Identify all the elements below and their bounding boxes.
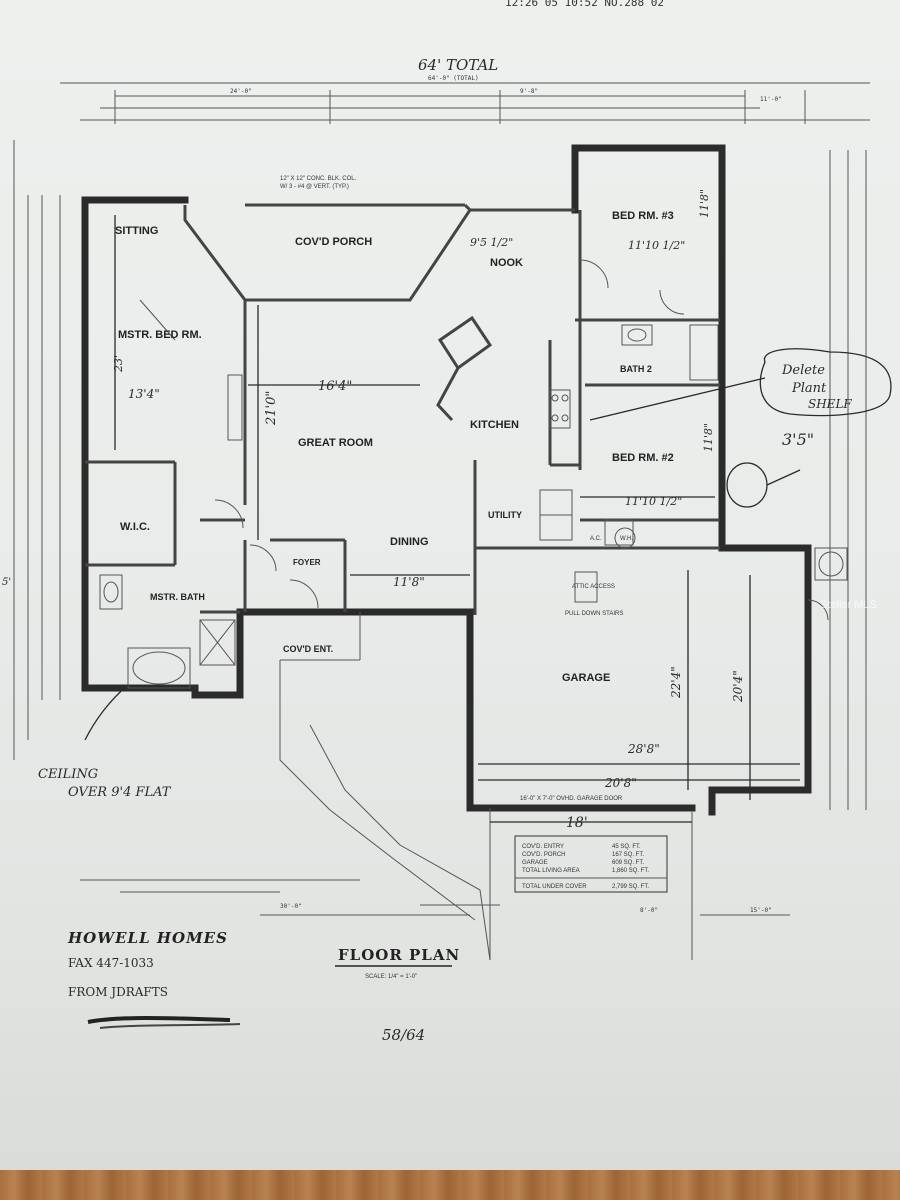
- area-value-1: 167 SQ. FT.: [612, 852, 644, 858]
- area-table: COV'D. ENTRY COV'D. PORCH GARAGE TOTAL L…: [514, 835, 668, 893]
- dim-top-b: 24'-0": [230, 88, 252, 95]
- note-garage-door: 16'-0" X 7'-0" OVHD. GARAGE DOOR: [520, 796, 623, 802]
- hand-great-h: 21'0": [264, 391, 279, 426]
- hand-bed2-vert: 11'8": [702, 423, 715, 452]
- label-kitchen: KITCHEN: [470, 419, 519, 431]
- label-covd-ent: COV'D ENT.: [283, 644, 333, 654]
- hand-garage-w: 28'8": [627, 742, 660, 756]
- hand-note-shelf: SHELF: [808, 397, 852, 411]
- label-bed3: BED RM. #3: [612, 210, 674, 222]
- signature-scribble: [87, 1016, 231, 1024]
- hand-dining-dim: 11'8": [393, 575, 425, 589]
- title-block: HOWELL HOMES FAX 447-1033 FROM JDRAFTS F…: [67, 929, 460, 1029]
- dim-top-total: 64'-0" (TOTAL): [428, 75, 479, 82]
- label-foyer: FOYER: [293, 558, 321, 567]
- area-total-label: TOTAL UNDER COVER: [522, 884, 587, 890]
- left-dimension-strings: [13, 140, 61, 760]
- label-nook: NOOK: [490, 257, 523, 269]
- label-ac: A.C.: [590, 536, 602, 542]
- hand-garage-w2: 20'8": [604, 776, 637, 790]
- hand-left-5: 5': [2, 577, 11, 588]
- area-label-0: COV'D. ENTRY: [522, 844, 564, 850]
- interior-walls: [85, 203, 720, 961]
- hand-front-dim: 18': [566, 815, 588, 831]
- hand-total-64: 64' TOTAL: [418, 56, 498, 74]
- wood-table-edge: [0, 1168, 900, 1200]
- label-bath2: BATH 2: [620, 364, 652, 374]
- dim-top-right: 11'-0": [760, 96, 782, 103]
- dim-bottom-b: 8'-0": [640, 907, 658, 914]
- label-sitting: SITTING: [115, 225, 158, 237]
- hand-mstr-vert: 23': [112, 355, 125, 373]
- dim-top-a: 9'-8": [520, 88, 538, 95]
- note-attic: ATTIC ACCESS: [572, 584, 615, 590]
- hand-mstr-dim: 13'4": [128, 387, 160, 401]
- hand-bed2-dim: 11'10 1/2": [625, 495, 682, 508]
- area-value-2: 609 SQ. FT.: [612, 860, 644, 866]
- note-porch-col: 12" X 12" CONC. BLK. COL.: [280, 176, 357, 182]
- label-mstr-bath: MSTR. BATH: [150, 592, 205, 602]
- label-covd-porch: COV'D PORCH: [295, 236, 372, 248]
- hand-nook-dim: 9'5 1/2": [470, 236, 513, 249]
- room-labels: SITTING COV'D PORCH NOOK BED RM. #3 MSTR…: [115, 210, 674, 684]
- label-mstr-bed: MSTR. BED RM.: [118, 329, 202, 341]
- fixtures: [99, 299, 848, 689]
- hand-note-delete: Delete: [781, 363, 825, 378]
- top-dimension-strings: 64'-0" (TOTAL) 24'-0" 9'-8" 11'-0": [60, 75, 870, 124]
- hand-fraction: 58/64: [382, 1026, 425, 1044]
- area-value-3: 1,860 SQ. FT.: [612, 868, 649, 874]
- label-dining: DINING: [390, 536, 429, 548]
- label-great-room: GREAT ROOM: [298, 437, 373, 449]
- stellar-mls-watermark: Stellar MLS: [820, 599, 877, 611]
- area-label-1: COV'D. PORCH: [522, 852, 565, 858]
- printed-notes: 12" X 12" CONC. BLK. COL. W/ 3 - #4 @ VE…: [80, 176, 790, 916]
- exterior-walls: [81, 144, 812, 816]
- company-name: HOWELL HOMES: [67, 929, 228, 947]
- dim-bottom-a: 30'-0": [280, 903, 302, 910]
- label-garage: GARAGE: [562, 672, 610, 684]
- right-dimension-strings: [829, 150, 867, 810]
- dim-bottom-c: 15'-0": [750, 907, 772, 914]
- company-fax: FAX 447-1033: [68, 956, 154, 970]
- note-pull-down: PULL DOWN STAIRS: [565, 611, 623, 617]
- label-utility: UTILITY: [488, 510, 522, 520]
- hand-note-plant: Plant: [791, 381, 827, 396]
- label-wh: W.H.: [620, 536, 633, 542]
- handwritten-markup: 9'5 1/2" 11'10 1/2" 11'8" 13'4" 23' 16'4…: [2, 189, 892, 1044]
- hand-bed3-dim: 11'10 1/2": [628, 239, 685, 252]
- hand-garage-h1: 22'4": [669, 666, 683, 699]
- hand-arrow-dim: 3'5": [782, 430, 814, 449]
- plan-scale: SCALE: 1/4" = 1'-0": [365, 974, 417, 980]
- hand-ceiling-1: CEILING: [38, 767, 98, 782]
- area-total-value: 2,799 SQ. FT.: [612, 884, 649, 890]
- label-wic: W.I.C.: [120, 521, 150, 533]
- label-bed2: BED RM. #2: [612, 452, 674, 464]
- hand-bed3-vert: 11'8": [698, 189, 711, 218]
- plan-title: FLOOR PLAN: [338, 946, 460, 964]
- note-porch-col-2: W/ 3 - #4 @ VERT. (TYP.): [280, 184, 349, 190]
- area-label-3: TOTAL LIVING AREA: [522, 868, 580, 874]
- door-swings: [214, 259, 829, 621]
- floor-plan-drawing: 12:26 05 10:52 NO.288 02 64' TOTAL 64'-0…: [2, 0, 892, 1044]
- fax-header: 12:26 05 10:52 NO.288 02: [505, 0, 664, 9]
- hand-great-w: 16'4": [318, 379, 352, 394]
- hand-ceiling-2: OVER 9'4 FLAT: [68, 785, 172, 800]
- company-from: FROM JDRAFTS: [68, 985, 168, 999]
- hand-garage-h2: 20'4": [731, 670, 745, 703]
- area-value-0: 45 SQ. FT.: [612, 844, 641, 850]
- area-label-2: GARAGE: [522, 860, 548, 866]
